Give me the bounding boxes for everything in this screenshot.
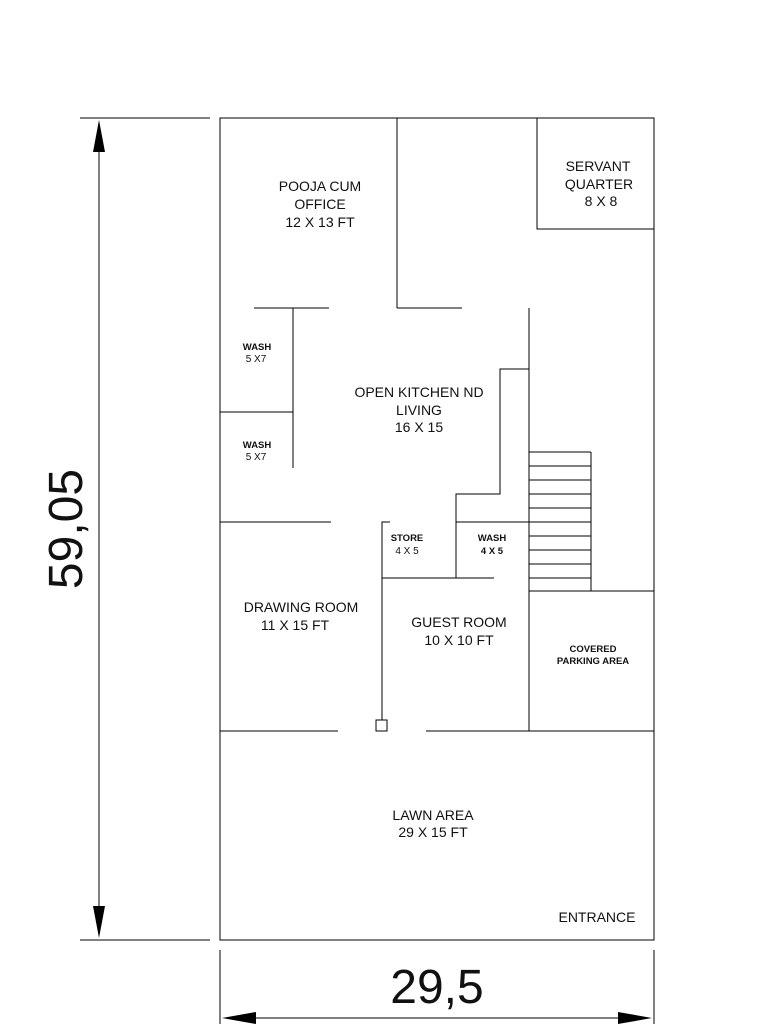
store-name: STORE — [391, 533, 424, 544]
parking-name-line1: COVERED — [570, 644, 617, 655]
pooja-name-line2: OFFICE — [294, 196, 345, 212]
kitchen-name-line2: LIVING — [396, 402, 442, 418]
height-arrow-bottom — [93, 906, 105, 938]
room-wash-2: WASH 5 X7 — [243, 440, 272, 463]
kitchen-size: 16 X 15 — [395, 419, 443, 435]
parking-name-line2: PARKING AREA — [557, 656, 629, 667]
width-arrow-left — [222, 1012, 256, 1024]
room-kitchen: OPEN KITCHEN ND LIVING 16 X 15 — [354, 384, 483, 435]
servant-size: 8 X 8 — [585, 193, 618, 209]
wash3-name: WASH — [478, 533, 507, 544]
store-size: 4 X 5 — [395, 546, 419, 557]
guest-size: 10 X 10 FT — [424, 632, 494, 648]
lawn-name: LAWN AREA — [392, 807, 474, 823]
room-parking: COVERED PARKING AREA — [557, 644, 629, 667]
wall-store — [381, 521, 390, 720]
room-servant: SERVANT QUARTER 8 X 8 — [565, 158, 633, 209]
room-wash-1: WASH 5 X7 — [243, 342, 272, 365]
room-pooja: POOJA CUM OFFICE 12 X 13 FT — [279, 178, 361, 230]
kitchen-name-line1: OPEN KITCHEN ND — [354, 384, 483, 400]
lawn-size: 29 X 15 FT — [398, 824, 468, 840]
height-label: 59,05 — [40, 469, 93, 589]
guest-name: GUEST ROOM — [411, 614, 506, 630]
wash3-size: 4 X 5 — [481, 546, 504, 557]
room-drawing: DRAWING ROOM 11 X 15 FT — [244, 599, 359, 633]
wall-servant — [536, 118, 654, 230]
room-store: STORE 4 X 5 — [391, 533, 424, 557]
drawing-size: 11 X 15 FT — [261, 617, 330, 633]
servant-name-line1: SERVANT — [566, 158, 631, 174]
width-dimension: 29,5 — [219, 950, 655, 1024]
pooja-size: 12 X 13 FT — [285, 214, 355, 230]
width-arrow-right — [618, 1012, 652, 1024]
pillar-square — [375, 719, 388, 732]
staircase — [529, 451, 592, 591]
height-dimension: 59,05 — [40, 117, 210, 941]
entrance-label: ENTRANCE — [558, 909, 635, 925]
wash1-name: WASH — [243, 342, 272, 353]
wash2-name: WASH — [243, 440, 272, 451]
width-label: 29,5 — [390, 961, 483, 1014]
wash1-size: 5 X7 — [246, 354, 267, 365]
room-wash-3: WASH 4 X 5 — [478, 533, 507, 557]
room-guest: GUEST ROOM 10 X 10 FT — [411, 614, 506, 648]
drawing-name: DRAWING ROOM — [244, 599, 359, 615]
outer-wall — [219, 117, 655, 941]
room-lawn: LAWN AREA 29 X 15 FT — [392, 807, 474, 840]
pooja-name-line1: POOJA CUM — [279, 178, 361, 194]
wash2-size: 5 X7 — [246, 452, 267, 463]
walls — [219, 117, 655, 941]
servant-name-line2: QUARTER — [565, 176, 633, 192]
height-arrow-top — [93, 120, 105, 152]
